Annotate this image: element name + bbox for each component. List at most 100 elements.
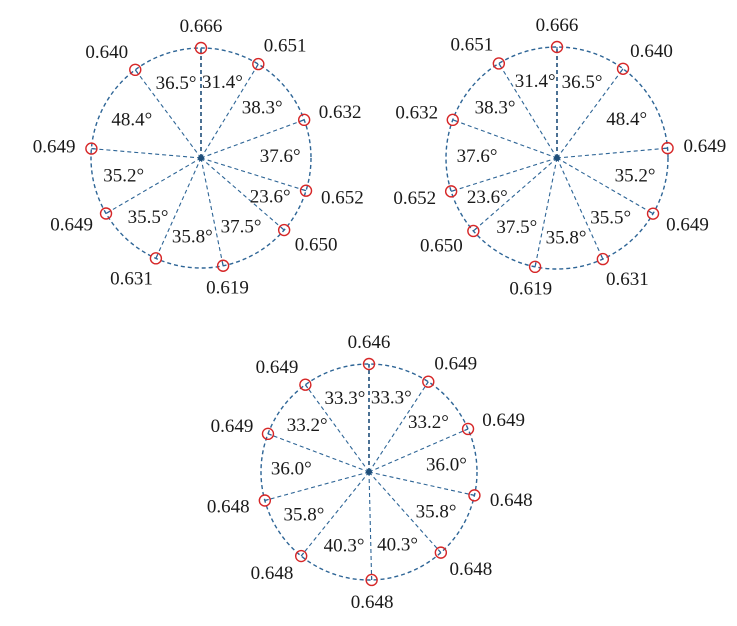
angle-gap-label: 35.8° [172, 227, 213, 248]
angle-gap-label: 35.5° [128, 207, 169, 228]
node-tick [300, 552, 305, 557]
node-value-label: 0.649 [683, 136, 726, 157]
node-value-label: 0.619 [206, 277, 249, 298]
node-tick [302, 188, 307, 192]
spoke [472, 157, 558, 232]
spoke [556, 147, 668, 159]
node-tick [300, 119, 305, 122]
orbit-ring [445, 46, 669, 270]
node-value-label: 0.648 [490, 490, 533, 511]
node-marker [661, 141, 674, 155]
node-tick [470, 493, 475, 496]
node-tick [534, 262, 537, 267]
node-tick [280, 226, 285, 231]
node-marker [444, 185, 458, 198]
angle-gap-label: 37.6° [260, 146, 301, 167]
center-hub [554, 155, 560, 161]
spoke [155, 157, 202, 259]
spoke [368, 471, 475, 496]
node-marker [468, 489, 481, 502]
angle-gap-label: 36.0° [271, 458, 312, 479]
node-marker [596, 252, 610, 266]
node-marker [277, 223, 291, 237]
node-tick [267, 433, 272, 436]
spoke [200, 157, 285, 231]
node-marker [646, 207, 660, 220]
node-marker [85, 142, 98, 155]
angle-gap-label: 38.3° [242, 98, 283, 119]
diagram-top-right: 0.6660.6400.6490.6490.6310.6190.6500.652… [393, 15, 726, 299]
node-value-label: 0.649 [256, 357, 299, 378]
node-tick [472, 227, 477, 232]
node-tick [649, 211, 654, 215]
angle-gap-label: 36.0° [426, 455, 467, 476]
node-marker [299, 378, 312, 391]
node-tick [255, 63, 259, 68]
node-value-label: 0.649 [666, 215, 709, 236]
diagram-top-left: 0.666 0.651 0.632 0.652 0.650 0.619 0.631 0.649… [33, 16, 364, 298]
spoke [91, 148, 202, 159]
angle-gap-label: 40.3° [324, 536, 365, 557]
center-hub [366, 469, 372, 475]
spoke [534, 157, 558, 267]
node-marker [434, 546, 448, 559]
spoke [368, 381, 429, 473]
node-value-label: 0.648 [207, 496, 250, 517]
node-tick [450, 189, 456, 192]
node-value-label: 0.649 [434, 353, 477, 374]
node-marker [194, 41, 208, 55]
node-marker [261, 427, 275, 441]
node-value-label: 0.666 [180, 16, 223, 37]
angle-gap-label: 35.5° [590, 207, 631, 228]
node-tick [498, 63, 502, 68]
node-tick [452, 119, 457, 122]
node-marker [149, 252, 163, 265]
spoke [498, 63, 558, 159]
angle-gap-label: 35.8° [284, 505, 325, 526]
spoke [368, 428, 469, 473]
angle-gap-label: 37.6° [457, 146, 498, 167]
node-value-label: 0.652 [393, 188, 436, 209]
spoke [105, 157, 202, 214]
node-value-label: 0.631 [110, 268, 153, 289]
orbit-ring [260, 363, 478, 581]
angle-gap-label: 36.5° [562, 72, 603, 93]
node-tick [221, 261, 224, 266]
node-tick [620, 68, 624, 73]
node-marker [550, 40, 564, 54]
node-value-label: 0.649 [33, 137, 76, 158]
node-marker [216, 259, 230, 272]
node-tick [600, 255, 604, 260]
spoke [452, 119, 558, 159]
spoke [556, 157, 604, 260]
angle-gap-label: 38.3° [475, 97, 516, 118]
spoke [200, 157, 224, 266]
node-value-label: 0.649 [50, 215, 93, 236]
node-value-label: 0.648 [251, 563, 294, 584]
angle-gap-label: 48.4° [111, 109, 152, 130]
spoke [304, 384, 370, 473]
angle-gap-label: 33.2° [287, 415, 328, 436]
angle-gap-label: 36.5° [156, 73, 197, 94]
node-value-label: 0.640 [85, 42, 128, 63]
node-value-label: 0.651 [451, 35, 494, 56]
node-value-label: 0.651 [264, 35, 307, 56]
node-value-label: 0.652 [321, 187, 364, 208]
angle-gap-label: 35.8° [546, 227, 587, 248]
node-value-label: 0.650 [295, 234, 338, 255]
angle-gap-label: 37.5° [496, 217, 537, 238]
node-marker [299, 184, 313, 197]
node-tick [155, 254, 159, 259]
node-tick [105, 210, 110, 215]
node-tick [304, 384, 309, 389]
node-marker [365, 573, 378, 587]
spoke [200, 63, 259, 159]
node-marker [362, 357, 376, 371]
node-value-label: 0.650 [420, 235, 463, 256]
node-value-label: 0.619 [509, 278, 552, 299]
angle-gap-label: 48.4° [606, 109, 647, 130]
node-value-label: 0.631 [606, 269, 649, 290]
spoke [200, 119, 305, 159]
angle-gap-label: 37.5° [221, 216, 262, 237]
node-value-label: 0.632 [319, 102, 362, 123]
